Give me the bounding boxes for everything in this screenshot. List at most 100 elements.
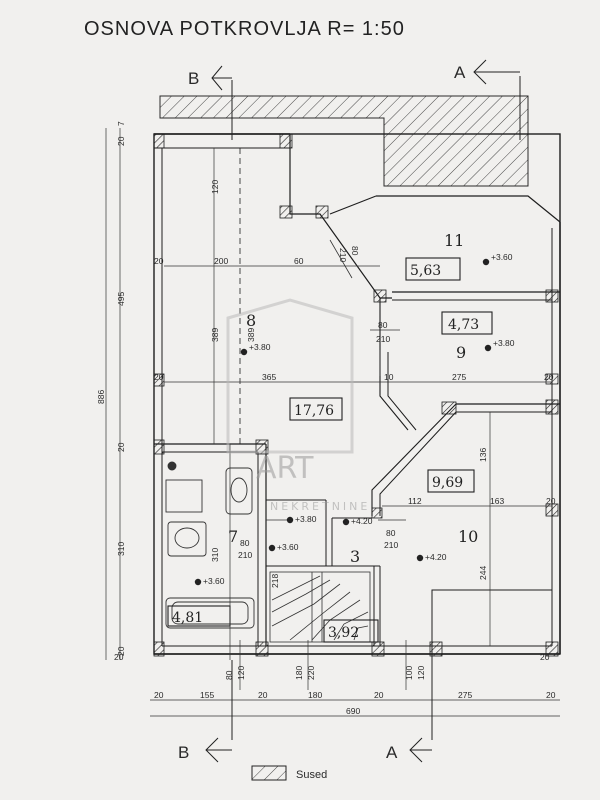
section-lines xyxy=(205,59,521,763)
dim-text: 80 xyxy=(378,320,388,330)
dim-text: 218 xyxy=(270,574,280,588)
level-label-10: +4.20 xyxy=(425,552,447,562)
dim-text: 200 xyxy=(214,256,228,266)
section-arrow-icon xyxy=(205,737,219,763)
dim-text: 495 xyxy=(116,292,126,306)
watermark-line1: ART xyxy=(256,451,314,486)
dim-text: 210 xyxy=(238,550,252,560)
legend-label: Sused xyxy=(296,769,327,781)
dim-text: 120 xyxy=(416,666,426,680)
level-marker-icon xyxy=(240,348,248,356)
dim-text: 100 xyxy=(404,666,414,680)
dim-text: 220 xyxy=(306,666,316,680)
room-number-3: 3 xyxy=(350,547,360,566)
dim-text: 20 xyxy=(154,690,164,700)
room-number-8: 8 xyxy=(246,311,256,330)
dim-text: 155 xyxy=(200,690,214,700)
level-marker-icon xyxy=(194,578,202,586)
dim-text: 20 xyxy=(546,496,556,506)
level-label-9: +3.80 xyxy=(493,338,515,348)
dim-text: 60 xyxy=(294,256,304,266)
section-arrow-icon xyxy=(211,65,223,91)
dim-text: 180 xyxy=(308,690,322,700)
dim-text: 20 xyxy=(116,646,126,656)
watermark-line2: NEKRETNINE xyxy=(270,500,370,513)
room-number-9: 9 xyxy=(456,343,466,362)
dim-text: 20 xyxy=(540,652,550,662)
dim-text: 136 xyxy=(478,448,488,462)
bathroom-fixtures xyxy=(165,461,255,629)
dim-text: 210 xyxy=(338,248,348,262)
dim-text: 20 xyxy=(114,652,124,662)
level-marker-icon xyxy=(342,518,350,526)
shower-tray xyxy=(165,479,203,513)
level-marker-icon xyxy=(484,344,492,352)
room-area-11: 5,63 xyxy=(410,263,441,279)
section-arrow-icon xyxy=(473,59,487,85)
room-number-10: 10 xyxy=(458,527,478,546)
drain-icon xyxy=(167,461,177,471)
level-label-8: +3.80 xyxy=(249,342,271,352)
dim-text: 389 xyxy=(246,328,256,342)
dim-text: 20 xyxy=(258,690,268,700)
dim-text: 365 xyxy=(262,372,276,382)
neighbour-area xyxy=(159,95,529,187)
dim-text: 389 xyxy=(210,328,220,342)
dim-text: 7 xyxy=(116,121,126,126)
dim-text: 80 xyxy=(386,528,396,538)
dim-text: 80 xyxy=(350,246,360,256)
room-area-9: 4,73 xyxy=(448,317,479,333)
legend-hatch-swatch xyxy=(251,765,287,781)
dim-text: 112 xyxy=(408,496,422,506)
dim-text: 10 xyxy=(384,372,394,382)
dim-text: 120 xyxy=(210,180,220,194)
dim-text: 180 xyxy=(294,666,304,680)
dim-text: 310 xyxy=(116,542,126,556)
dim-text: 20 xyxy=(116,442,126,452)
room-area-7: 4,81 xyxy=(172,610,203,626)
dim-text: 275 xyxy=(458,690,472,700)
door-openings xyxy=(266,239,406,521)
section-arrow-icon xyxy=(409,737,423,763)
dim-text: 80 xyxy=(240,538,250,548)
room-area-10: 9,69 xyxy=(432,475,463,491)
room-area-3: 3,92 xyxy=(328,625,359,641)
dim-text: 20 xyxy=(546,690,556,700)
dim-text: 80 xyxy=(224,670,234,680)
level-label-hall: +3.80 xyxy=(295,514,317,524)
dim-text: 120 xyxy=(236,666,246,680)
wall-pillars xyxy=(153,133,559,657)
level-marker-icon xyxy=(416,554,424,562)
staircase xyxy=(269,571,371,643)
level-label-3: +4.20 xyxy=(351,516,373,526)
dim-text: 20 xyxy=(154,372,164,382)
section-label-b-bottom: B xyxy=(178,743,189,762)
page-title: OSNOVA POTKROVLJA R= 1:50 xyxy=(84,18,405,40)
section-label-a-bottom: A xyxy=(386,743,398,762)
level-marker-icon xyxy=(268,544,276,552)
dim-text: 20 xyxy=(154,256,164,266)
level-label-11: +3.60 xyxy=(491,252,513,262)
level-marker-icon xyxy=(482,258,490,266)
level-marker-icon xyxy=(286,516,294,524)
sink xyxy=(167,521,207,557)
room-area-8: 17,76 xyxy=(294,403,334,419)
dim-text: 20 xyxy=(544,372,554,382)
section-label-a-top: A xyxy=(454,63,466,82)
bathtub xyxy=(165,597,255,629)
level-markers xyxy=(194,258,492,586)
dim-text: 210 xyxy=(376,334,390,344)
watermark: ART NEKRETNINE xyxy=(226,298,370,513)
dim-text: 20 xyxy=(374,690,384,700)
dim-text: 310 xyxy=(210,548,220,562)
dim-text: 244 xyxy=(478,566,488,580)
dim-text: 20 xyxy=(116,136,126,146)
toilet xyxy=(225,467,253,515)
room-number-11: 11 xyxy=(444,231,464,250)
dim-text: 163 xyxy=(490,496,504,506)
dim-text: 690 xyxy=(346,706,360,716)
dim-text: 275 xyxy=(452,372,466,382)
dim-text: 886 xyxy=(96,390,106,404)
dim-text: 210 xyxy=(384,540,398,550)
